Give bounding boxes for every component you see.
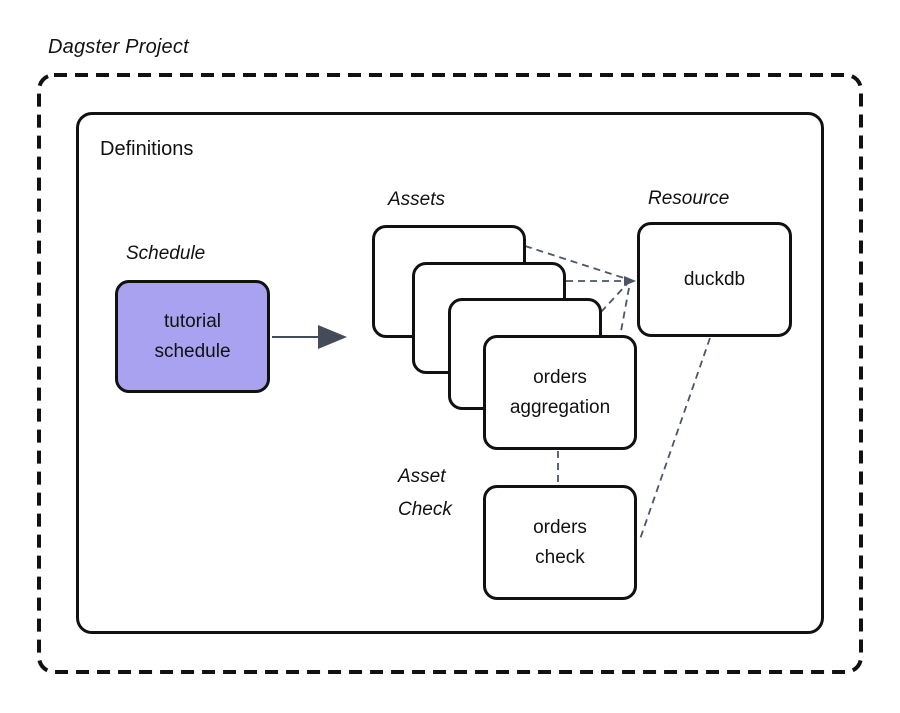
- node-tutorial-schedule: tutorial schedule: [115, 280, 270, 393]
- edge-asset4-to-duckdb: [618, 287, 630, 343]
- diagram-title: Dagster Project: [48, 36, 189, 58]
- dagster-project-dashed-border: [37, 73, 863, 674]
- resource-group-label: Resource: [648, 188, 730, 209]
- asset-check-group-label: Asset Check: [398, 466, 452, 520]
- edge-asset1-to-duckdb: [524, 245, 628, 280]
- definitions-label: Definitions: [100, 138, 194, 160]
- edge-duckdb-to-check: [638, 337, 711, 543]
- definitions-container: [76, 112, 824, 634]
- node-orders-aggregation: orders aggregation: [483, 335, 637, 450]
- edge-asset3-to-duckdb: [600, 283, 628, 313]
- node-duckdb: duckdb: [637, 222, 792, 337]
- edge-assets-duckdb-arrowhead: [624, 276, 636, 286]
- schedule-group-label: Schedule: [126, 243, 206, 264]
- assets-group-label: Assets: [388, 189, 446, 210]
- edge-schedule-to-assets-arrowhead: [318, 325, 347, 349]
- node-orders-check: orders check: [483, 485, 637, 600]
